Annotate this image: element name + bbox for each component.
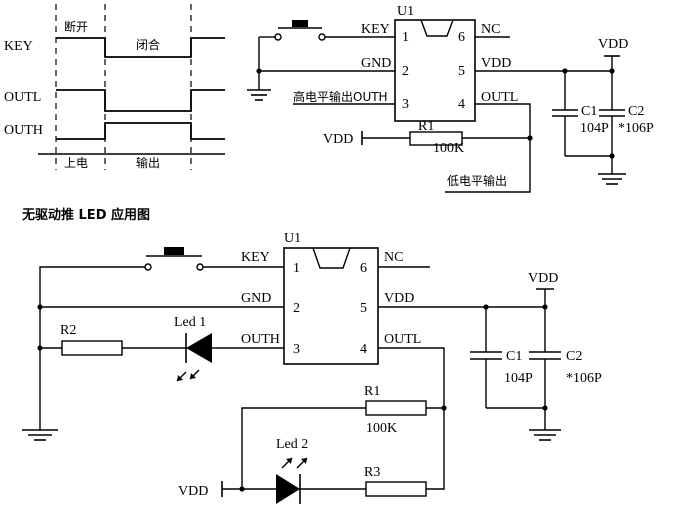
c1-name: C1 [506,349,522,364]
pin-number: 4 [360,342,367,357]
r2-name: R2 [60,323,76,338]
circuit-1: U1 1 2 3 6 5 4 KEY GND 高电平输出OUTH NC VDD … [247,4,654,193]
pin-name-outl: OUTL [481,90,518,105]
resistor-r1 [365,400,427,416]
led2-diode-icon [276,457,308,504]
timing-phase-closed: 闭合 [136,37,160,52]
pin-name-outh: 高电平输出OUTH [293,89,388,104]
pin-number: 5 [360,301,367,316]
section-title: 无驱动推 LED 应用图 [21,207,150,223]
pin-name-outl: OUTL [384,332,421,347]
resistor-r2 [61,340,123,356]
pin-number: 6 [360,261,367,276]
junction [239,486,245,492]
ic-notch [312,247,351,269]
pin-number: 5 [458,64,465,79]
timing-label-output: 输出 [136,155,160,170]
pin-number: 2 [293,301,300,316]
ic-u1-body [283,247,379,365]
ground-icon [598,173,626,185]
junction [609,153,615,159]
wire-outl [445,103,531,193]
r1-name: R1 [418,119,434,134]
pin-number: 1 [293,261,300,276]
junction [37,304,43,310]
timing-diagram: KEY OUTL OUTH 断开 闭合 上电 输出 [4,4,225,170]
pin-name-outh: OUTH [241,332,280,347]
pin-name-nc: NC [384,250,403,265]
c2-value: *106P [566,371,602,386]
pin-name-vdd: VDD [384,291,414,306]
pin-number: 2 [402,64,409,79]
r3-name: R3 [364,465,380,480]
c2-value: *106P [618,121,654,136]
vdd-label-right: VDD [598,37,628,52]
key-waveform [56,37,225,58]
junction [256,68,262,74]
circuit-2: U1 1 2 3 6 5 4 KEY GND OUTH NC VDD OUTL [22,231,602,504]
junction [441,405,447,411]
led1-diode-icon [176,333,212,382]
push-button-switch [144,247,204,271]
c2-name: C2 [566,349,582,364]
ic-notch [420,19,454,37]
outh-waveform [56,122,225,140]
pin-name-vdd: VDD [481,56,511,71]
c1-value: 104P [580,121,609,136]
timing-label-power-on: 上电 [64,156,88,170]
low-output-label: 低电平输出 [447,173,507,188]
ic-u1-label: U1 [397,4,414,19]
vdd-label-left: VDD [323,132,353,147]
resistor-r3 [365,481,427,497]
push-button-switch [274,20,326,41]
pin-name-key: KEY [241,250,270,265]
ground-icon [22,429,58,441]
outl-waveform [56,89,225,112]
pin-name-key: KEY [361,22,390,37]
pin-number: 3 [293,342,300,357]
pin-name-gnd: GND [361,56,391,71]
junction [527,135,533,141]
wire [39,266,146,430]
r1-value: 100K [366,421,397,436]
c2-name: C2 [628,104,644,119]
r1-name: R1 [364,384,380,399]
pin-name-gnd: GND [241,291,271,306]
led2-label: Led 2 [276,437,308,452]
pin-number: 4 [458,97,465,112]
vdd-label-bottom: VDD [178,484,208,499]
junction [542,405,548,411]
pin-number: 1 [402,30,409,45]
ground-icon [529,429,561,441]
pin-name-nc: NC [481,22,500,37]
pin-number: 3 [402,97,409,112]
timing-label-key: KEY [4,39,33,54]
wire-outl [378,347,445,490]
r1-value: 100K [433,141,464,156]
c1-name: C1 [581,104,597,119]
ic-u1-label: U1 [284,231,301,246]
led1-label: Led 1 [174,315,206,330]
ground-icon [247,89,271,101]
timing-label-outl: OUTL [4,90,41,105]
pin-number: 6 [458,30,465,45]
vdd-label-right: VDD [528,271,558,286]
c1-value: 104P [504,371,533,386]
wire [241,407,366,489]
timing-label-outh: OUTH [4,123,43,138]
timing-phase-open: 断开 [64,19,88,34]
